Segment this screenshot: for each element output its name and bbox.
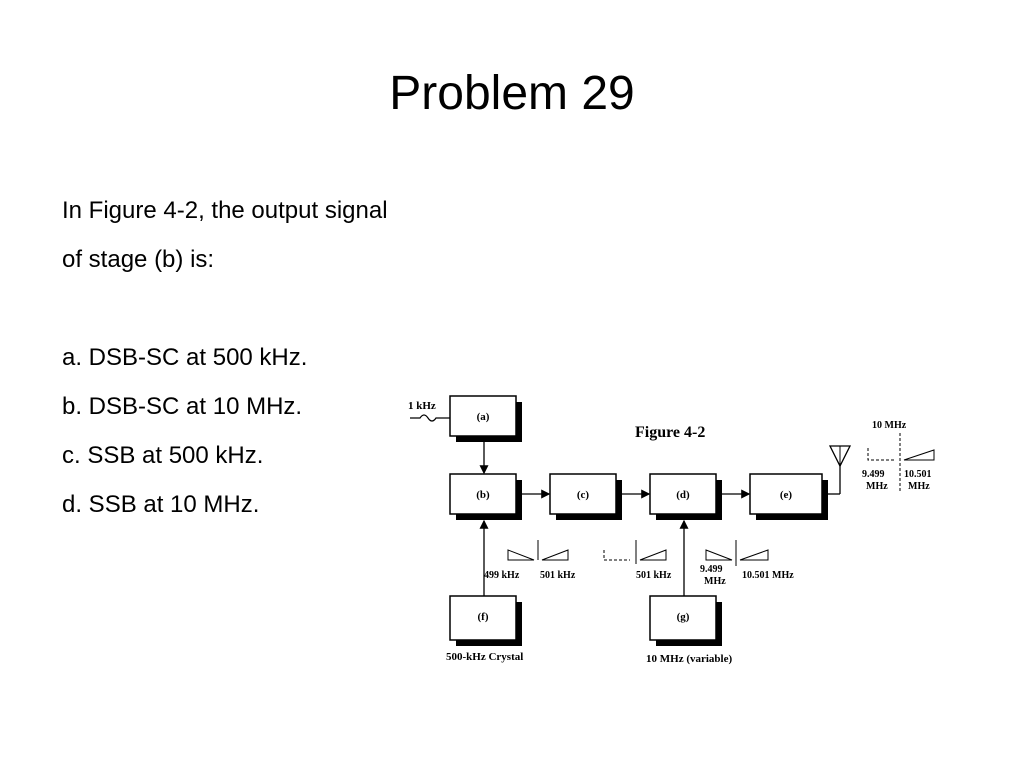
- option-d: d. SSB at 10 MHz.: [62, 491, 260, 518]
- question-stem-line-1: In Figure 4-2, the output signal: [62, 197, 388, 224]
- spectrum-b: 499 kHz 501 kHz: [484, 540, 576, 581]
- question-stem-line-2: of stage (b) is:: [62, 246, 215, 273]
- figure-caption: Figure 4-2: [635, 424, 705, 441]
- block-e: (e): [749, 473, 828, 520]
- spectrum-out-right-label-1: 10.501: [904, 469, 932, 480]
- block-c-label: (c): [577, 489, 590, 501]
- block-e-label: (e): [780, 489, 793, 501]
- block-d-label: (d): [676, 489, 690, 501]
- spectrum-c-right-label: 501 kHz: [636, 570, 672, 581]
- block-g: (g): [649, 595, 722, 646]
- option-b: b. DSB-SC at 10 MHz.: [62, 393, 303, 420]
- block-g-label: (g): [677, 611, 690, 623]
- block-g-caption: 10 MHz (variable): [646, 653, 732, 665]
- option-a: a. DSB-SC at 500 kHz.: [62, 344, 308, 371]
- input-signal-line: [410, 414, 450, 422]
- block-f-label: (f): [478, 611, 489, 623]
- spectrum-d: 9.499 MHz 10.501 MHz: [700, 540, 794, 587]
- spectrum-c: 501 kHz: [603, 540, 672, 581]
- block-a-label: (a): [477, 411, 490, 423]
- spectrum-output: 10 MHz 9.499 MHz 10.501 MHz: [862, 420, 935, 492]
- spectrum-out-left-label-1: 9.499: [862, 469, 885, 480]
- spectrum-d-left-label-1: 9.499: [700, 564, 723, 575]
- input-label: 1 kHz: [408, 400, 436, 412]
- block-c: (c): [549, 473, 622, 520]
- block-a: (a): [449, 395, 522, 442]
- block-f: (f): [449, 595, 522, 646]
- spectrum-d-left-label-2: MHz: [704, 576, 726, 587]
- spectrum-b-right-label: 501 kHz: [540, 570, 576, 581]
- block-b-label: (b): [476, 489, 490, 501]
- slide-title: Problem 29: [389, 67, 635, 120]
- block-f-caption: 500-kHz Crystal: [446, 651, 523, 663]
- block-diagram-figure: Figure 4-2 1 kHz (a) (b) (c) (d): [400, 388, 960, 688]
- spectrum-out-right-label-2: MHz: [908, 481, 930, 492]
- block-d: (d): [649, 473, 722, 520]
- block-diagram: Figure 4-2 1 kHz (a) (b) (c) (d): [408, 395, 935, 665]
- spectrum-out-left-label-2: MHz: [866, 481, 888, 492]
- spectrum-out-top-label: 10 MHz: [872, 420, 907, 431]
- question-text: In Figure 4-2, the output signal of stag…: [62, 186, 402, 529]
- option-c: c. SSB at 500 kHz.: [62, 442, 264, 469]
- spectrum-d-right-label: 10.501 MHz: [742, 570, 794, 581]
- spacer: [62, 284, 402, 333]
- block-b: (b): [449, 473, 522, 520]
- spectrum-b-left-label: 499 kHz: [484, 570, 520, 581]
